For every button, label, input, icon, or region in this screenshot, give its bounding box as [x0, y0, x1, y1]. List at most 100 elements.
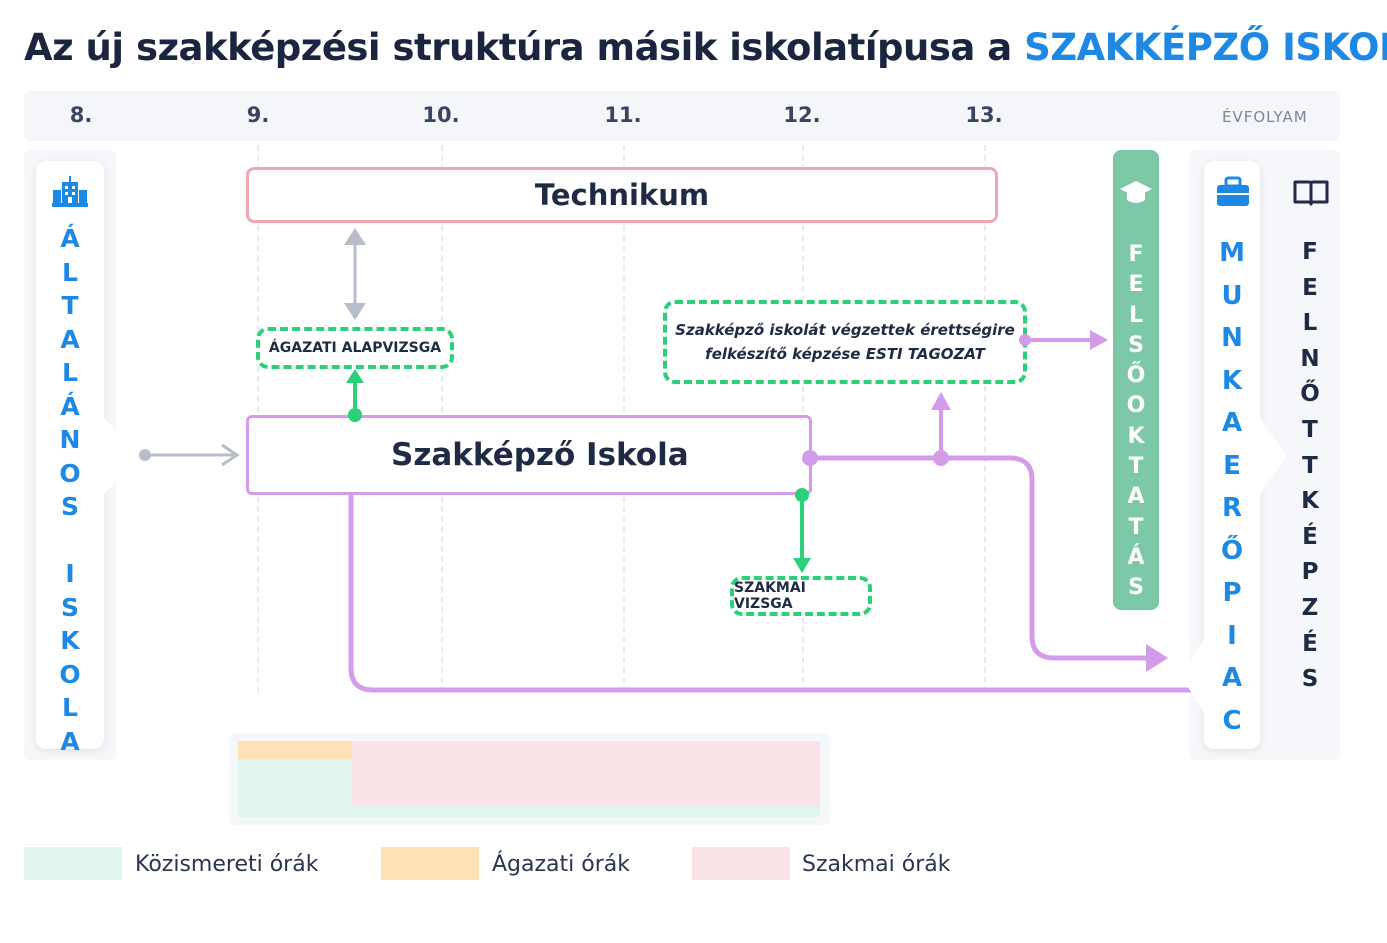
- vertical-letter: Á: [60, 224, 80, 253]
- year-label-9: 9.: [246, 103, 270, 127]
- vertical-letter: O: [59, 659, 81, 689]
- entry-arrow-head: [221, 443, 240, 467]
- year-axis-label: ÉVFOLYAM: [1222, 108, 1308, 126]
- vertical-letter: C: [1222, 705, 1242, 736]
- sectoral-exam-dot: [348, 408, 362, 422]
- vertical-letter: K: [60, 626, 80, 655]
- vertical-letter: E: [1128, 272, 1144, 298]
- vertical-letter: T: [1128, 514, 1144, 540]
- vertical-letter: S: [1301, 666, 1319, 693]
- vertical-letter: O: [59, 458, 81, 488]
- sectoral-basic-exam-box: ÁGAZATI ALAPVIZSGA: [256, 327, 454, 369]
- vertical-letter: L: [62, 693, 78, 722]
- vertical-letter: K: [1127, 423, 1145, 449]
- vertical-letter: A: [1221, 408, 1243, 438]
- book-icon: [1293, 180, 1329, 206]
- vertical-letter: A: [60, 726, 80, 756]
- legend-swatch-sectoral: [381, 847, 479, 880]
- vertical-letter: P: [1222, 578, 1242, 608]
- vertical-letter: A: [1221, 663, 1243, 693]
- labour-market-route-lower: [348, 495, 1192, 693]
- vertical-letter: K: [1301, 488, 1319, 515]
- vertical-letter: I: [1227, 620, 1237, 651]
- vertical-letter: T: [61, 291, 79, 320]
- higher-ed-link-arrow-head: [1090, 330, 1108, 350]
- year-label-8: 8.: [69, 103, 93, 127]
- vertical-letter: É: [1302, 523, 1318, 550]
- vertical-letter: N: [59, 425, 81, 454]
- general-school-panel: [36, 161, 104, 749]
- vertical-letter: Á: [1127, 544, 1145, 570]
- vertical-letter: N: [1221, 323, 1243, 353]
- page-title: Az új szakképzési struktúra másik iskola…: [24, 26, 1387, 69]
- vocational-exam-box: SZAKMAI VIZSGA: [730, 576, 872, 616]
- legend-label-sectoral: Ágazati órák: [492, 852, 630, 877]
- vertical-letter: L: [62, 358, 78, 387]
- vertical-letter: E: [1302, 274, 1318, 301]
- hours-segment-general: [352, 805, 820, 817]
- vertical-letter: L: [62, 257, 78, 287]
- vocational-exam-dot: [795, 488, 809, 502]
- vertical-letter: L: [1128, 302, 1144, 328]
- sectoral-exam-arrow-head: [346, 369, 364, 383]
- hours-segment-vocational: [352, 741, 820, 805]
- vertical-letter: K: [1221, 365, 1243, 396]
- vertical-letter: S: [1128, 332, 1144, 358]
- graduation-cap-icon: [1120, 181, 1152, 203]
- legend-label-vocational: Szakmai órák: [802, 852, 951, 877]
- year-label-13: 13.: [965, 103, 1003, 127]
- gridline: [984, 145, 986, 693]
- vertical-letter: F: [1302, 239, 1318, 265]
- labour-market-notch: [1181, 638, 1205, 714]
- vertical-letter: M: [1219, 238, 1245, 268]
- vertical-letter: U: [1221, 280, 1243, 311]
- vertical-letter: O: [1126, 393, 1146, 419]
- year-label-10: 10.: [422, 103, 460, 127]
- evening-branch-arrow-head: [931, 392, 951, 410]
- labour-market-panel: [1204, 161, 1260, 749]
- vertical-letter: Ő: [1300, 381, 1320, 408]
- hours-segment-general: [238, 759, 352, 817]
- vertical-letter: S: [1128, 575, 1144, 601]
- vertical-letter: Z: [1301, 594, 1319, 621]
- briefcase-icon: [1217, 176, 1249, 206]
- evening-course-box: Szakképző iskolát végzettek érettségire …: [663, 300, 1027, 384]
- vertical-letter: Ő: [1220, 535, 1244, 566]
- year-label-12: 12.: [783, 103, 821, 127]
- title-prefix: Az új szakképzési struktúra másik iskola…: [24, 26, 1012, 69]
- vertical-letter: S: [60, 492, 80, 521]
- vocational-school-box: Szakképző Iskola: [246, 415, 812, 495]
- legend-label-general: Közismereti órák: [135, 852, 319, 877]
- legend-swatch-general: [24, 847, 122, 880]
- hours-distribution-panel: [230, 733, 830, 825]
- vertical-letter: T: [1302, 452, 1318, 479]
- vertical-letter: S: [60, 592, 80, 622]
- transfer-arrow-head-up: [344, 228, 366, 245]
- legend-swatch-vocational: [692, 847, 790, 880]
- vertical-letter: T: [1302, 416, 1318, 443]
- vertical-letter: Ő: [1126, 363, 1146, 389]
- year-axis-bar: [24, 91, 1340, 141]
- vertical-letter: T: [1128, 454, 1144, 480]
- school-building-icon: [52, 176, 88, 207]
- vertical-letter: A: [1127, 484, 1145, 510]
- adult-education-notch: [1260, 418, 1286, 494]
- vocational-exam-arrow-head: [793, 558, 811, 573]
- vertical-letter: I: [65, 559, 75, 588]
- evening-course-line-1: Szakképző iskolát végzettek érettségire: [675, 321, 1015, 339]
- higher-education-bar: [1113, 150, 1159, 610]
- labour-market-arrow-head: [1146, 644, 1168, 672]
- vertical-letter: F: [1128, 242, 1144, 267]
- labour-market-route-upper: [810, 455, 1150, 661]
- hours-segment-sectoral: [238, 741, 352, 759]
- transfer-arrow-head-down: [344, 303, 366, 320]
- vertical-letter: Á: [60, 391, 80, 421]
- vertical-letter: É: [1302, 630, 1318, 657]
- vertical-letter: E: [1223, 450, 1241, 481]
- vertical-letter: N: [1300, 345, 1320, 372]
- left-panel-notch: [104, 418, 138, 494]
- vertical-letter: R: [1221, 493, 1243, 523]
